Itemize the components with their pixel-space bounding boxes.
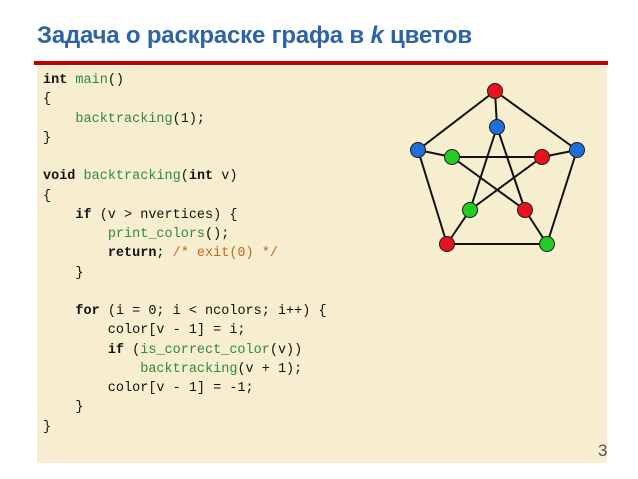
code-function-name: main [75, 73, 108, 88]
code-text [43, 112, 75, 127]
code-line: if (v > nvertices) { [43, 206, 327, 225]
code-keyword: int [188, 169, 214, 185]
graph-edges [417, 90, 578, 245]
code-keyword: void [43, 169, 76, 185]
graph-vertex-outer-right [569, 142, 585, 158]
code-function-name: backtracking [140, 361, 238, 377]
graph-vertex-outer-bottom-right [539, 236, 555, 252]
code-line [43, 283, 327, 302]
graph-vertex-outer-top [487, 83, 503, 99]
code-function-name: backtracking [83, 169, 181, 185]
graph-edge-outer-left-outer-bottom-left [417, 149, 448, 245]
code-line: backtracking(v + 1); [43, 360, 327, 379]
code-listing: int main(){ backtracking(1);} void backt… [43, 71, 327, 437]
code-line: } [43, 398, 327, 417]
code-line: } [43, 418, 327, 437]
code-line: print_colors(); [43, 225, 327, 244]
code-text: ; [156, 246, 173, 262]
code-text [43, 362, 140, 377]
title-text-before: Задача о раскраске графа в [37, 22, 371, 49]
graph-vertex-inner-bottom-left [462, 202, 478, 218]
graph-edge-inner-top-inner-bottom-left [469, 126, 498, 211]
code-text: (v)) [269, 342, 303, 358]
code-text: { [43, 188, 52, 204]
code-function-name: print_colors [107, 227, 206, 242]
graph-vertex-inner-bottom-right [517, 202, 533, 218]
code-text: ( [124, 342, 141, 358]
code-text: (); [205, 227, 230, 242]
code-line: return; /* exit(0) */ [43, 244, 327, 263]
code-text [43, 246, 108, 261]
graph-edge-outer-right-outer-bottom-right [546, 149, 578, 245]
code-text [43, 343, 108, 358]
code-text: (1); [172, 111, 206, 127]
code-line: void backtracking(int v) [43, 167, 327, 186]
code-text: ( [180, 169, 189, 185]
title-text-after: цветов [383, 22, 472, 49]
code-text: } [43, 419, 52, 435]
code-function-name: is_correct_color [140, 342, 270, 358]
code-line: { [43, 90, 327, 109]
code-line: for (i = 0; i < ncolors; i++) { [43, 302, 327, 321]
code-line: } [43, 264, 327, 283]
graph-edge-outer-top-outer-left [417, 90, 496, 151]
graph-edge-inner-top-inner-bottom-right [496, 126, 526, 211]
graph-vertex-outer-bottom-left [439, 236, 455, 252]
graph-vertex-inner-top [489, 119, 505, 135]
code-panel-background [37, 66, 607, 463]
code-keyword: int [43, 73, 68, 88]
code-text: color[v - 1] = i; [43, 323, 246, 339]
code-text: (v > nvertices) { [91, 207, 238, 223]
slide-title: Задача о раскраске графа в k цветов [37, 22, 472, 50]
code-line: if (is_correct_color(v)) [43, 341, 327, 360]
code-text [43, 304, 75, 319]
code-text: () [107, 73, 125, 88]
code-text: { [43, 92, 52, 108]
graph-vertex-inner-right [534, 149, 550, 165]
code-line [43, 148, 327, 167]
title-variable-k: k [370, 22, 384, 49]
code-keyword: return [107, 246, 157, 262]
code-line: color[v - 1] = i; [43, 321, 327, 340]
code-text [75, 169, 83, 184]
code-text [43, 208, 75, 223]
code-line: color[v - 1] = -1; [43, 379, 327, 398]
graph-vertex-inner-left [444, 149, 460, 165]
code-text: (i = 0; i < ncolors; i++) { [99, 304, 327, 319]
graph-edge-inner-left-inner-bottom-right [451, 156, 526, 211]
code-keyword: for [75, 304, 100, 319]
code-line: { [43, 187, 327, 206]
code-line: } [43, 129, 327, 148]
code-text: (v + 1); [237, 361, 303, 377]
code-text [43, 227, 108, 242]
code-line: backtracking(1); [43, 110, 327, 129]
petersen-graph [410, 83, 585, 252]
code-text: } [43, 130, 52, 146]
code-text: } [43, 400, 84, 416]
code-text: } [43, 265, 84, 281]
code-function-name: backtracking [75, 111, 173, 127]
graph-vertex-outer-left [410, 142, 426, 158]
title-underline [34, 61, 608, 65]
code-comment: /* exit(0) */ [172, 246, 278, 262]
code-keyword: if [107, 342, 125, 358]
graph-edge-outer-top-outer-right [494, 90, 578, 151]
code-text: color[v - 1] = -1; [43, 381, 254, 396]
code-keyword: if [75, 207, 92, 223]
graph-edge-inner-right-inner-bottom-left [469, 156, 543, 211]
code-text: v) [213, 169, 238, 185]
graph-vertices [410, 83, 585, 252]
slide-number: 3 [598, 441, 608, 460]
code-line: int main() [43, 71, 327, 90]
